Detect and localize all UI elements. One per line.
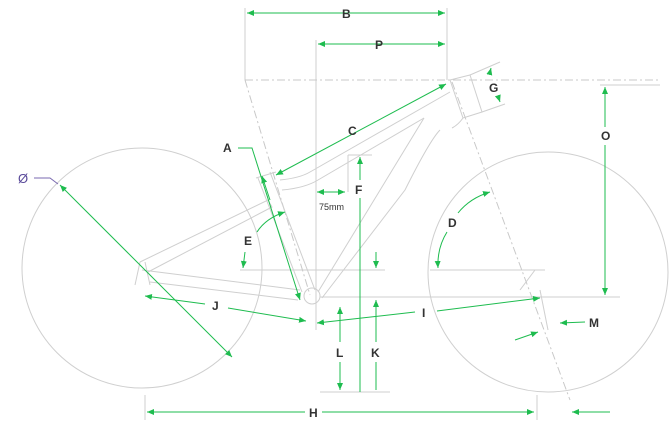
label-offset-75mm: 75mm <box>319 202 344 212</box>
label-i: I <box>422 306 425 320</box>
label-k: K <box>371 346 380 360</box>
label-d: D <box>448 216 457 230</box>
bike-frame <box>134 61 549 331</box>
rear-wheel <box>21 147 263 389</box>
label-a: A <box>223 141 232 155</box>
dimension-lines <box>34 10 610 415</box>
label-m: M <box>589 316 599 330</box>
label-j: J <box>212 299 219 313</box>
label-f: F <box>355 183 362 197</box>
label-l: L <box>336 346 343 360</box>
label-wheel-diameter: Ø <box>18 171 28 186</box>
label-e: E <box>244 234 252 248</box>
label-p: P <box>375 38 383 52</box>
reference-lines <box>144 8 660 420</box>
label-h: H <box>309 406 318 420</box>
bottom-bracket <box>303 287 321 305</box>
label-c: C <box>348 124 357 138</box>
label-o: O <box>601 129 610 143</box>
front-wheel <box>427 151 669 393</box>
label-g: G <box>489 81 498 95</box>
label-b: B <box>342 7 351 21</box>
